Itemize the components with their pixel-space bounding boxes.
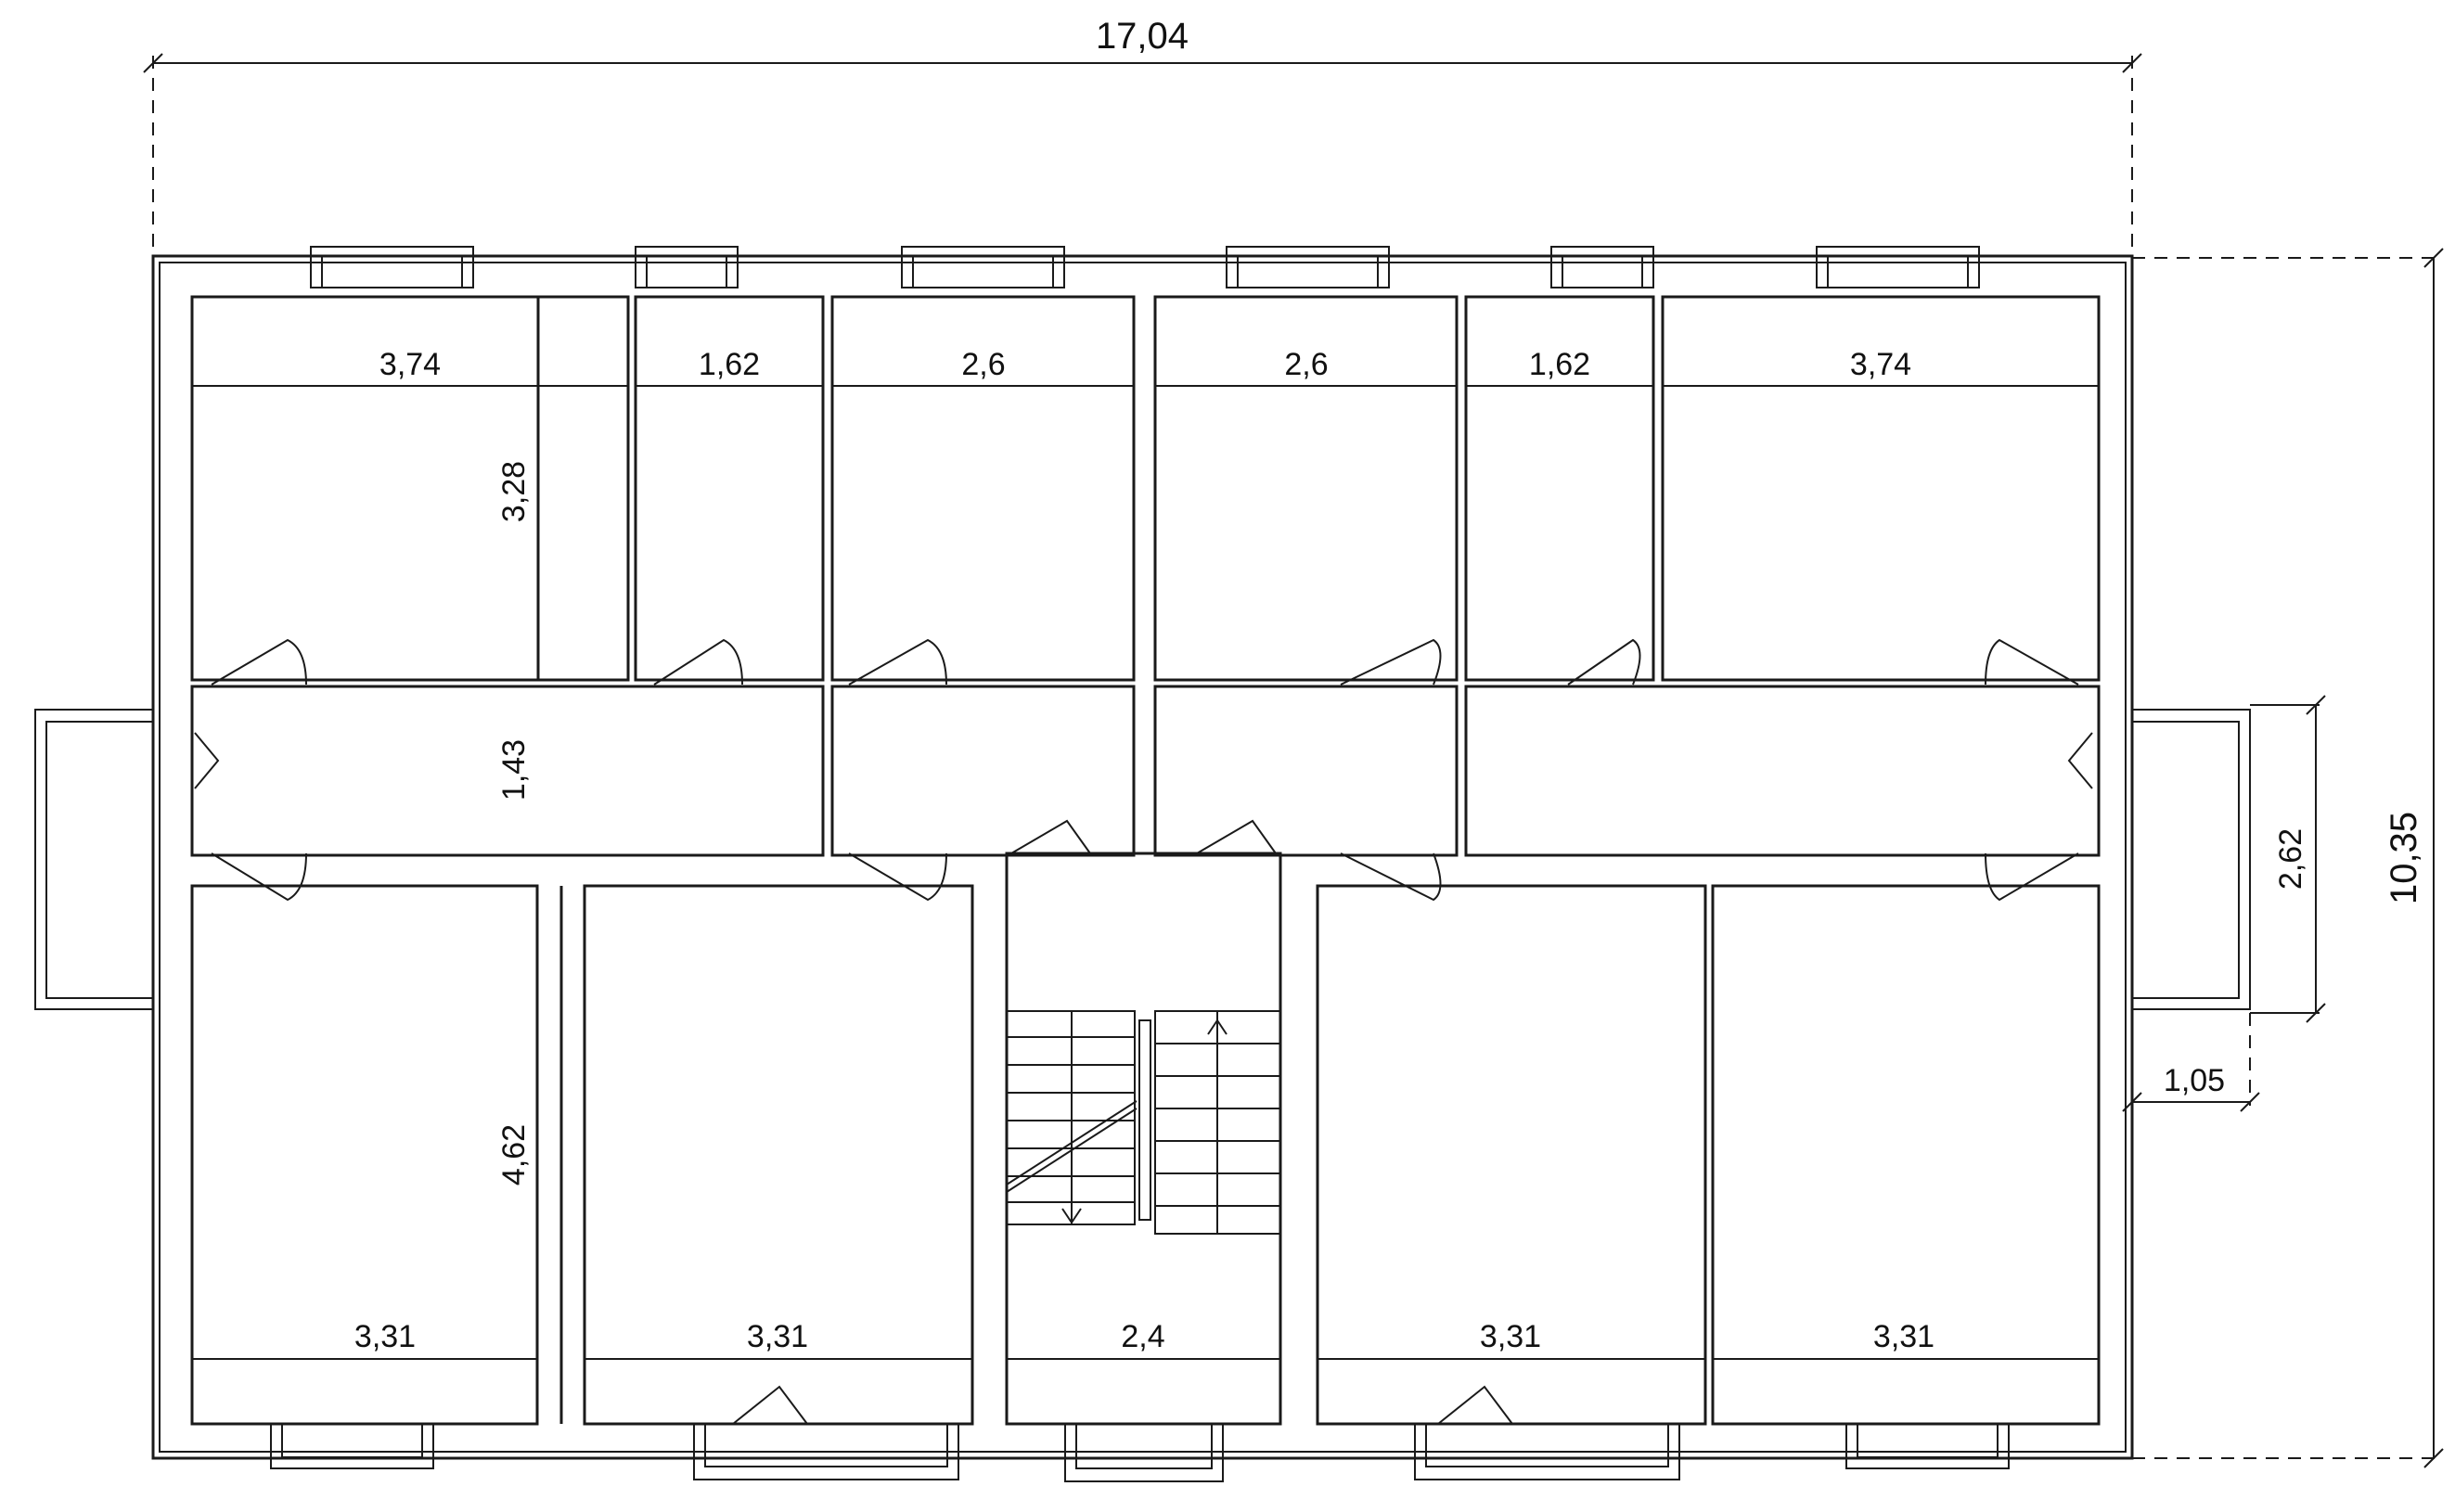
- overall-height-dimension: 10,35: [2132, 248, 2444, 1468]
- top-room-dimensions: 3,74 1,62 2,6 2,6 1,62 3,74: [192, 347, 2099, 387]
- bottom-room-2-width: 3,31: [747, 1319, 808, 1354]
- balcony-dimensions: 2,62 1,05: [2122, 695, 2326, 1112]
- outer-walls: [151, 254, 2134, 1460]
- top-room-3-width: 2,6: [961, 347, 1005, 382]
- vertical-dimensions: 3,28 1,43 4,62: [496, 461, 532, 1185]
- left-balcony: [34, 709, 153, 1010]
- bottom-room-4-width: 3,31: [1480, 1319, 1541, 1354]
- door-swings: [194, 638, 2093, 1425]
- top-room-5-width: 1,62: [1529, 347, 1590, 382]
- staircase: [1006, 1010, 1281, 1235]
- top-room-depth: 3,28: [496, 461, 532, 522]
- bottom-room-dimensions: 3,31 3,31 2,4 3,31 3,31: [192, 1319, 2099, 1360]
- bottom-room-depth: 4,62: [496, 1124, 532, 1185]
- top-windows: [310, 246, 1980, 288]
- top-rooms: [190, 295, 2101, 682]
- balcony-depth: 1,05: [2164, 1063, 2225, 1098]
- top-room-2-width: 1,62: [699, 347, 760, 382]
- overall-width-dimension: 17,04: [143, 16, 2142, 255]
- stair-width: 2,4: [1121, 1319, 1164, 1354]
- bottom-windows: [270, 1423, 2010, 1482]
- top-room-6-width: 3,74: [1850, 347, 1911, 382]
- corridor-width: 1,43: [496, 739, 532, 801]
- bottom-room-5-width: 3,31: [1873, 1319, 1934, 1354]
- right-balcony: [2132, 709, 2251, 1010]
- top-room-1-width: 3,74: [379, 347, 441, 382]
- overall-height-label: 10,35: [2384, 812, 2424, 904]
- corridor: [190, 685, 2101, 857]
- overall-width-label: 17,04: [1096, 16, 1189, 57]
- top-room-4-width: 2,6: [1284, 347, 1328, 382]
- balcony-length: 2,62: [2273, 828, 2308, 890]
- bottom-room-1-width: 3,31: [354, 1319, 416, 1354]
